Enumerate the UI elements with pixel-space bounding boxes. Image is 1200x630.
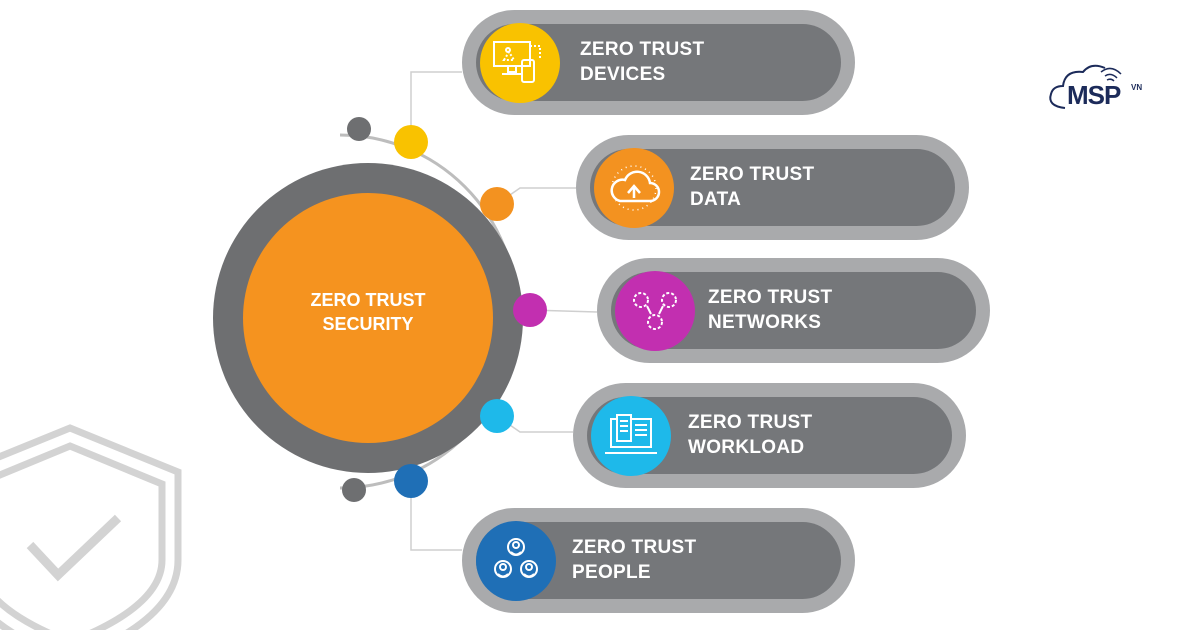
item-label: ZERO TRUST WORKLOAD xyxy=(688,410,812,460)
item-label-line2: DATA xyxy=(690,189,742,210)
dot-data xyxy=(480,187,514,221)
item-label-line2: DEVICES xyxy=(580,64,666,85)
item-workload: ZERO TRUST WORKLOAD xyxy=(573,383,966,488)
item-networks: ZERO TRUST NETWORKS xyxy=(597,258,990,363)
people-icon xyxy=(476,521,556,601)
msp-logo: MSP VN xyxy=(1045,58,1145,122)
item-label-line2: WORKLOAD xyxy=(688,437,805,458)
dot-people xyxy=(394,464,428,498)
item-label-line1: ZERO TRUST xyxy=(690,164,815,185)
logo-suffix: VN xyxy=(1131,83,1143,92)
cloud-wifi-icon xyxy=(1049,64,1122,109)
item-label: ZERO TRUST DATA xyxy=(690,162,814,212)
item-label-line2: PEOPLE xyxy=(572,562,651,583)
item-people: ZERO TRUST PEOPLE xyxy=(462,508,855,613)
item-label: ZERO TRUST DEVICES xyxy=(580,37,704,87)
cloud-data-icon xyxy=(594,148,674,228)
item-label-line2: NETWORKS xyxy=(708,312,822,333)
dot-workload xyxy=(480,399,514,433)
item-label-line1: ZERO TRUST xyxy=(708,287,833,308)
gray-dot xyxy=(347,117,371,141)
center-label-line1: ZERO TRUST xyxy=(310,290,426,310)
center-circle xyxy=(243,193,493,443)
gray-dot xyxy=(342,478,366,502)
item-label: ZERO TRUST NETWORKS xyxy=(708,285,832,335)
item-label-line1: ZERO TRUST xyxy=(688,412,813,433)
item-devices: ZERO TRUST DEVICES xyxy=(462,10,855,115)
item-label: ZERO TRUST PEOPLE xyxy=(572,535,696,585)
item-data: ZERO TRUST DATA xyxy=(576,135,969,240)
dot-devices xyxy=(394,125,428,159)
center-label-line2: SECURITY xyxy=(322,314,414,334)
shield-watermark-icon xyxy=(0,424,182,630)
devices-icon xyxy=(480,23,560,103)
workload-icon xyxy=(591,396,671,476)
logo-text: MSP xyxy=(1067,80,1121,110)
center-label: ZERO TRUST SECURITY xyxy=(243,288,493,336)
item-label-line1: ZERO TRUST xyxy=(572,537,697,558)
network-gears-icon xyxy=(615,271,695,351)
connector-lines xyxy=(410,71,598,551)
item-label-line1: ZERO TRUST xyxy=(580,39,705,60)
dot-networks xyxy=(513,293,547,327)
